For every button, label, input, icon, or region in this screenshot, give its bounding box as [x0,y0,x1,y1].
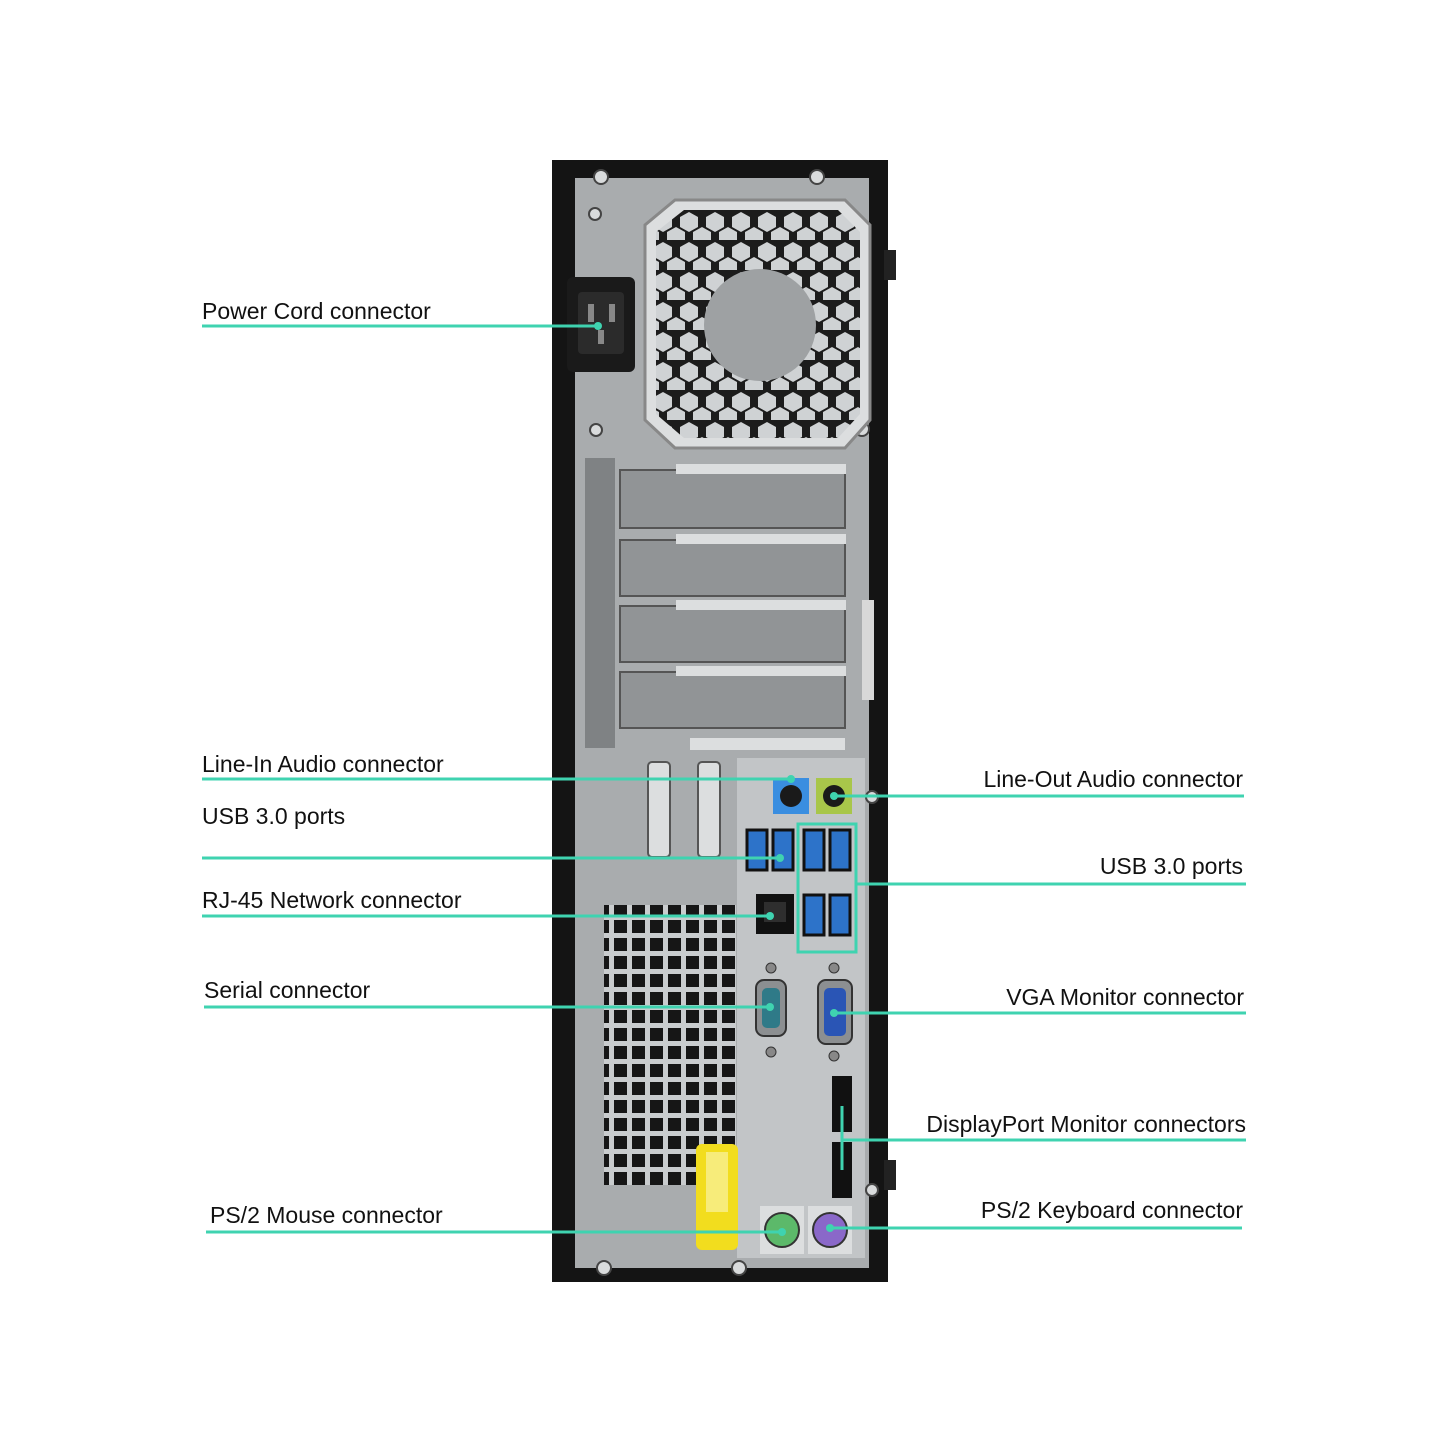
label-rj45: RJ-45 Network connector [202,887,462,913]
label-ps2-keyboard: PS/2 Keyboard connector [980,1197,1243,1223]
fan-grille-icon [643,198,872,450]
power-inlet-icon [567,277,635,372]
label-vga: VGA Monitor connector [1006,984,1244,1010]
label-power-cord: Power Cord connector [202,298,431,324]
label-usb-left: USB 3.0 ports [202,803,346,829]
usb-port-icon [745,822,858,954]
ethernet-port-icon [756,894,794,934]
label-serial: Serial connector [204,977,371,1003]
label-line-in: Line-In Audio connector [202,751,444,777]
label-ps2-mouse: PS/2 Mouse connector [210,1202,443,1228]
expansion-slots [585,458,874,750]
barcode-sticker [696,1144,738,1250]
leader-dots [594,322,838,1236]
leader-lines [202,324,1246,1234]
label-line-out: Line-Out Audio connector [983,766,1243,792]
label-displayport: DisplayPort Monitor connectors [926,1111,1246,1137]
label-usb-right: USB 3.0 ports [1099,853,1243,879]
